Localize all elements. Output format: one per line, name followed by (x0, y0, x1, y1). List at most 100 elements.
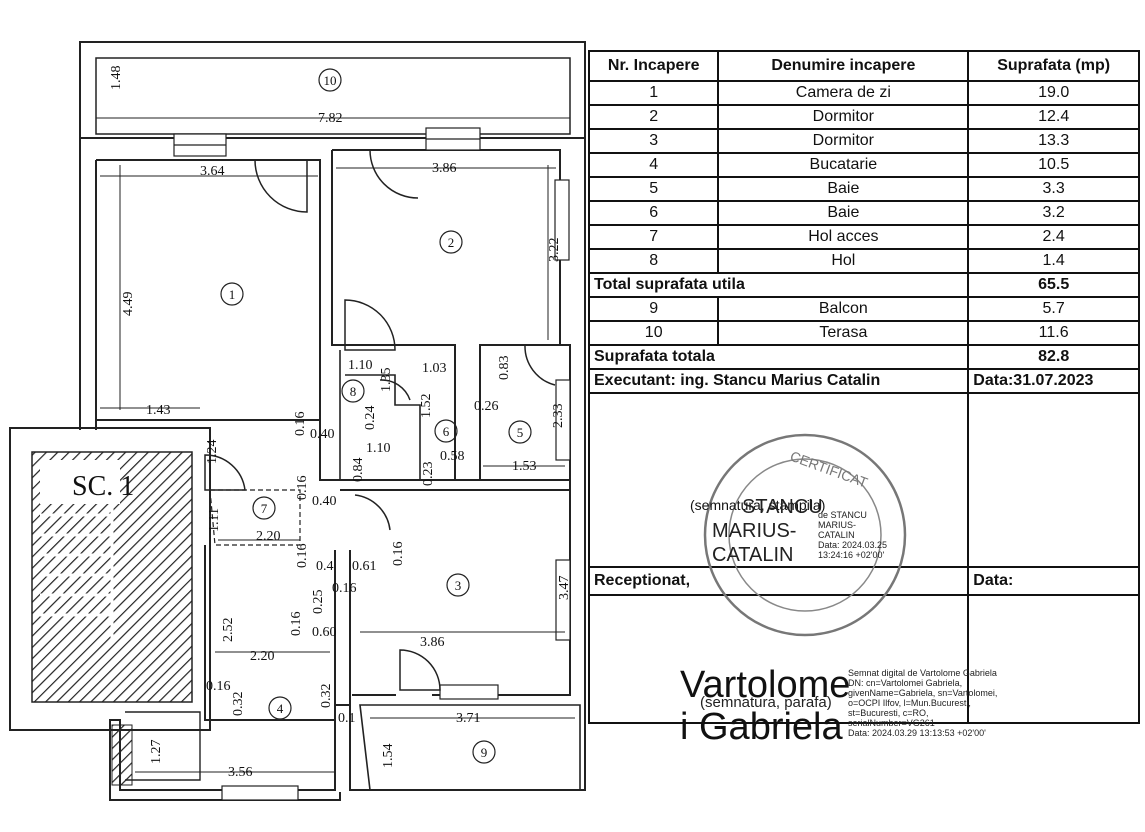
dim-2-20-a: 2.20 (256, 529, 281, 544)
room-label-9: 9 (481, 745, 488, 760)
row-name: Terasa (717, 320, 970, 346)
total-util-row: Total suprafata utila 65.5 (587, 272, 1140, 298)
row-nr: 6 (587, 200, 720, 226)
row-area: 11.6 (967, 320, 1140, 346)
stamp-detail-line: MARIUS- (818, 520, 856, 530)
executant-label: Executant: ing. Stancu Marius Catalin (587, 368, 970, 394)
stamp-detail-line: de STANCU (818, 510, 867, 520)
dim-4-49: 4.49 (121, 292, 136, 317)
row-name: Camera de zi (717, 80, 970, 106)
digital-sig-detail-line: givenName=Gabriela, sn=Vartolomei, (848, 688, 998, 698)
dim-1-24: 1.24 (205, 440, 220, 465)
room-label-4: 4 (277, 701, 284, 716)
total-row: Suprafata totala 82.8 (587, 344, 1140, 370)
room-label-8: 8 (350, 384, 357, 399)
room-label-1: 1 (229, 287, 236, 302)
dim-3-64: 3.64 (200, 164, 225, 179)
digital-sig-detail-line: Data: 2024.03.29 13:13:53 +02'00' (848, 728, 986, 738)
outer-wall (80, 137, 586, 801)
dim-3-47: 3.47 (557, 576, 572, 601)
dim-3-86-bottom: 3.86 (420, 635, 445, 650)
row-name: Balcon (717, 296, 970, 322)
stamp-detail-line: 13:24:16 +02'00' (818, 550, 885, 560)
dim-1-03: 1.03 (422, 361, 447, 376)
row-nr: 4 (587, 152, 720, 178)
room-label-3: 3 (455, 578, 462, 593)
dim-0-4: 0.4 (316, 559, 334, 574)
room-label-2: 2 (448, 235, 455, 250)
dim-0-16-d: 0.16 (391, 542, 406, 567)
row-name: Hol acces (717, 224, 970, 250)
row-area: 10.5 (967, 152, 1140, 178)
room-label-7: 7 (261, 501, 268, 516)
header-name: Denumire incapere (717, 50, 970, 82)
dim-1-10-a: 1.10 (348, 358, 373, 373)
stair-label: SC. 1 (72, 471, 134, 502)
total-util-value: 65.5 (967, 272, 1140, 298)
stamp-name-line: MARIUS- (712, 520, 797, 542)
digital-sig-name: Vartolome i Gabriela (680, 666, 850, 746)
dim-2-33: 2.33 (551, 404, 566, 429)
dim-0-83: 0.83 (497, 356, 512, 381)
dim-0-40-a: 0.40 (310, 427, 335, 442)
row-name: Hol (717, 248, 970, 274)
executant-signature-empty (967, 392, 1140, 568)
dim-3-86-top: 3.86 (432, 161, 457, 176)
seal-stamp: CERTIFICAT (703, 433, 907, 637)
dim-0-24: 0.24 (363, 406, 378, 431)
dim-1-35: 1.35 (379, 368, 394, 393)
room-label-10: 10 (324, 73, 337, 88)
dim-1-52: 1.52 (419, 394, 434, 419)
dim-0-16-b: 0.16 (295, 476, 310, 501)
stamp-detail-line: Data: 2024.03.25 (818, 540, 888, 550)
dim-2-52: 2.52 (221, 618, 236, 643)
stair-outline (9, 427, 211, 731)
stamp-details: de STANCU MARIUS- CATALIN Data: 2024.03.… (818, 510, 887, 560)
row-area: 1.4 (967, 248, 1140, 274)
row-nr: 3 (587, 128, 720, 154)
header-nr: Nr. Incapere (587, 50, 720, 82)
receptionat-date-label: Data: (967, 566, 1140, 596)
dim-0-40-b: 0.40 (312, 494, 337, 509)
stamp-name: STANCU MARIUS- CATALIN (712, 495, 823, 567)
digital-sig-detail-line: serialNumber=VG261 (848, 718, 935, 728)
row-name: Baie (717, 200, 970, 226)
dim-1-54: 1.54 (381, 744, 396, 769)
dim-0-84: 0.84 (351, 458, 366, 483)
row-area: 19.0 (967, 80, 1140, 106)
room-label-6: 6 (443, 424, 450, 439)
digital-sig-detail-line: o=OCPI Ilfov, l=Mun.Bucuresti, (848, 698, 971, 708)
receptionat-signature-row (587, 594, 1140, 724)
signature-caption: (semnatura, stampila) (690, 497, 826, 513)
area-table: Nr. Incapere Denumire incapere Suprafata… (587, 50, 1140, 724)
receptionat-label: Receptionat, (587, 566, 970, 596)
dim-0-16-e: 0.16 (289, 612, 304, 637)
dim-1-48: 1.48 (109, 66, 124, 91)
dim-3-22: 3.22 (547, 238, 562, 263)
dim-1-10-b: 1.10 (366, 441, 391, 456)
dim-7-82: 7.82 (318, 111, 343, 126)
dim-0-26: 0.26 (474, 399, 499, 414)
dim-0-16-g: 0.16 (206, 679, 231, 694)
digital-sig-detail-line: Semnat digital de Vartolome Gabriela (848, 668, 997, 678)
header-area: Suprafata (mp) (967, 50, 1140, 82)
digital-sig-detail-line: DN: cn=Vartolomei Gabriela, (848, 678, 963, 688)
receptionat-signature-cell (587, 594, 970, 724)
executant-date: Data:31.07.2023 (967, 368, 1140, 394)
row-nr: 7 (587, 224, 720, 250)
receptionat-signature-empty (967, 594, 1140, 724)
stamp-detail-line: CATALIN (818, 530, 855, 540)
dim-0-58: 0.58 (440, 449, 465, 464)
row-area: 3.2 (967, 200, 1140, 226)
stamp-name-line: CATALIN (712, 544, 794, 566)
total-value: 82.8 (967, 344, 1140, 370)
digital-sig-detail-line: st=Bucuresti, c=RO, (848, 708, 929, 718)
row-nr: 9 (587, 296, 720, 322)
dim-1-53: 1.53 (512, 459, 537, 474)
